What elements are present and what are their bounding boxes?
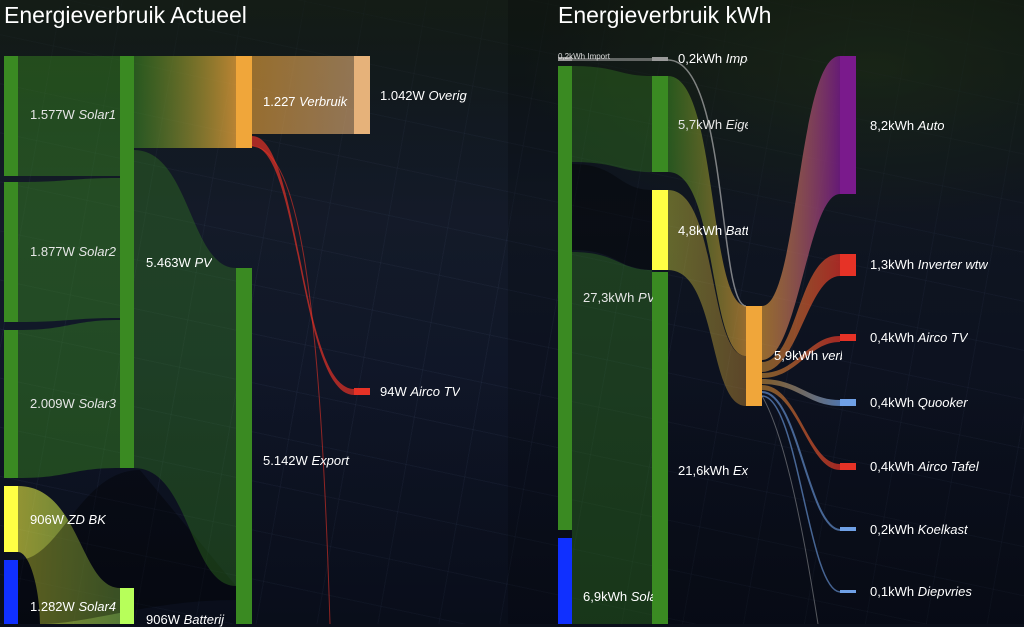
link-pv-export (572, 252, 652, 624)
link-pv-eigen (572, 66, 652, 172)
node-import-src (558, 57, 572, 61)
link-solar1-pv (18, 56, 120, 176)
node-pv (558, 66, 572, 530)
node-aircotafel (840, 463, 856, 470)
label-verbruik: 1.227 Verbruik (263, 94, 348, 109)
label-aircotv: 0,4kWh Airco TV (870, 330, 968, 345)
label-auto: 8,2kWh Auto (870, 118, 945, 133)
node-verbruik (236, 56, 252, 148)
node-solar4 (4, 560, 18, 624)
label-solar1: 1.577W Solar1 (30, 107, 117, 122)
label-pv: 27,3kWh PV (583, 290, 653, 305)
link-verbruik-diepvries (761, 395, 841, 593)
label-import: 0,2kWh Import (678, 51, 748, 66)
energy-actual-panel: Energieverbruik Actueel 1.577W Solar1 1.… (0, 0, 508, 627)
label-solar2: 1.877W Solar2 (30, 244, 117, 259)
label-verbruik: 5,9kWh verbruik (774, 348, 842, 363)
sankey-kwh (558, 56, 856, 624)
node-eigen (652, 76, 668, 172)
label-overig: 1.042W Overig (380, 88, 467, 103)
link-verbruik-inverter (762, 254, 840, 372)
link-import-verbruik (667, 59, 747, 307)
link-solar2-pv (18, 178, 120, 322)
link-verbruik-thin (251, 145, 331, 624)
link-verbruik-quooker (762, 379, 840, 406)
energy-kwh-panel: Energieverbruik kWh 0,2kWh Import 0,2kWh… (508, 0, 1024, 624)
label-batt: 4,8kWh Batterij (678, 223, 748, 238)
label-aircotafel: 0,4kWh Airco Tafel (870, 459, 979, 474)
link-verbruik-aircotv (762, 336, 840, 378)
node-verbruik (746, 306, 762, 406)
link-solar3-pv (18, 320, 120, 478)
label-batterij: 906W Batterij (146, 612, 225, 627)
node-export (652, 272, 668, 624)
label-eigen: 5,7kWh Eigen (678, 117, 748, 132)
node-solar2 (4, 182, 18, 322)
link-eigen-verbruik (668, 76, 746, 356)
node-quooker (840, 399, 856, 406)
link-pv-export (134, 150, 236, 586)
node-zdbk (4, 486, 18, 552)
node-koelkast (840, 527, 856, 531)
label-export: 5.142W Export (263, 453, 350, 468)
label-airco: 94W Airco TV (380, 384, 461, 399)
node-diepvries (840, 590, 856, 593)
node-aircotv (840, 334, 856, 341)
flow-links (18, 56, 354, 624)
flow-nodes (4, 56, 370, 624)
label-import-src: 0,2kWh Import (558, 52, 611, 61)
node-solar (558, 538, 572, 624)
link-pv-batt (572, 164, 652, 270)
link-solar4-export (18, 470, 236, 624)
link-verbruik-overig (252, 56, 354, 134)
link-pv-verbruik (134, 56, 236, 148)
node-pv (120, 56, 134, 468)
node-solar1 (4, 56, 18, 176)
label-solar3: 2.009W Solar3 (30, 396, 117, 411)
flow-nodes-kwh (558, 56, 856, 624)
link-import (572, 58, 652, 61)
label-export: 21,6kWh Export (678, 463, 748, 478)
node-inverter (840, 254, 856, 276)
link-batt-verbruik (668, 190, 746, 406)
node-auto (840, 56, 856, 194)
tree-foliage-background (520, 0, 1024, 230)
node-airco (354, 388, 370, 395)
label-zdbk: 906W ZD BK (30, 512, 106, 527)
node-batt (652, 190, 668, 270)
label-diepvries: 0,1kWh Diepvries (870, 584, 972, 599)
sankey-actual (4, 56, 370, 624)
link-zdbk-batterij (18, 486, 120, 624)
node-export (236, 268, 252, 624)
link-thin-down (761, 395, 819, 624)
link-verbruik-airco (252, 136, 354, 395)
label-quooker: 0,4kWh Quooker (870, 395, 968, 410)
label-solar: 6,9kWh Solar (583, 589, 653, 604)
node-solar3 (4, 330, 18, 478)
label-pv: 5.463W PV (146, 255, 212, 270)
panel-title: Energieverbruik kWh (558, 2, 772, 28)
node-overig (354, 56, 370, 134)
link-verbruik-koelkast (761, 391, 841, 531)
label-inverter: 1,3kWh Inverter wtw (870, 257, 988, 272)
label-koelkast: 0,2kWh Koelkast (870, 522, 968, 537)
flow-links-kwh (572, 56, 841, 624)
panel-title: Energieverbruik Actueel (4, 2, 247, 28)
node-batterij (120, 588, 134, 624)
node-import (652, 57, 668, 61)
label-solar4: 1.282W Solar4 (30, 599, 117, 614)
link-verbruik-auto (762, 56, 840, 360)
